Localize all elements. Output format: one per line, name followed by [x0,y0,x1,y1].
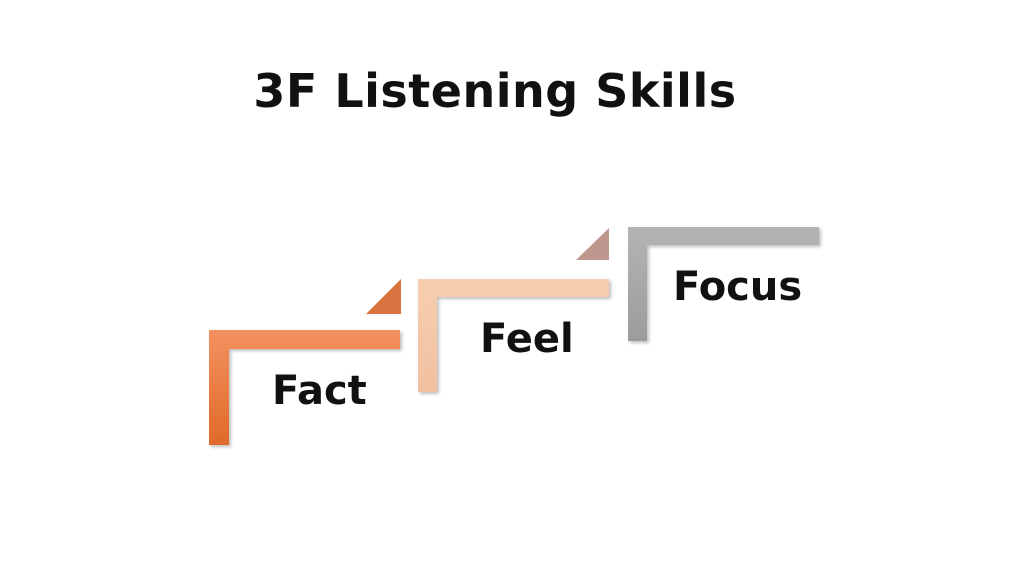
step-label-fact: Fact [272,368,367,414]
step-fact-bracket [209,330,400,445]
diagram-title: 3F Listening Skills [253,64,737,118]
step-feel [418,228,609,392]
step-fact-corner-triangle [366,279,401,314]
step-feel-bracket [418,279,609,392]
step-label-feel: Feel [480,316,574,362]
step-fact [209,279,401,445]
step-label-focus: Focus [673,264,803,310]
step-feel-corner-triangle [576,228,609,260]
step-focus [628,227,819,341]
step-focus-bracket [628,227,819,341]
